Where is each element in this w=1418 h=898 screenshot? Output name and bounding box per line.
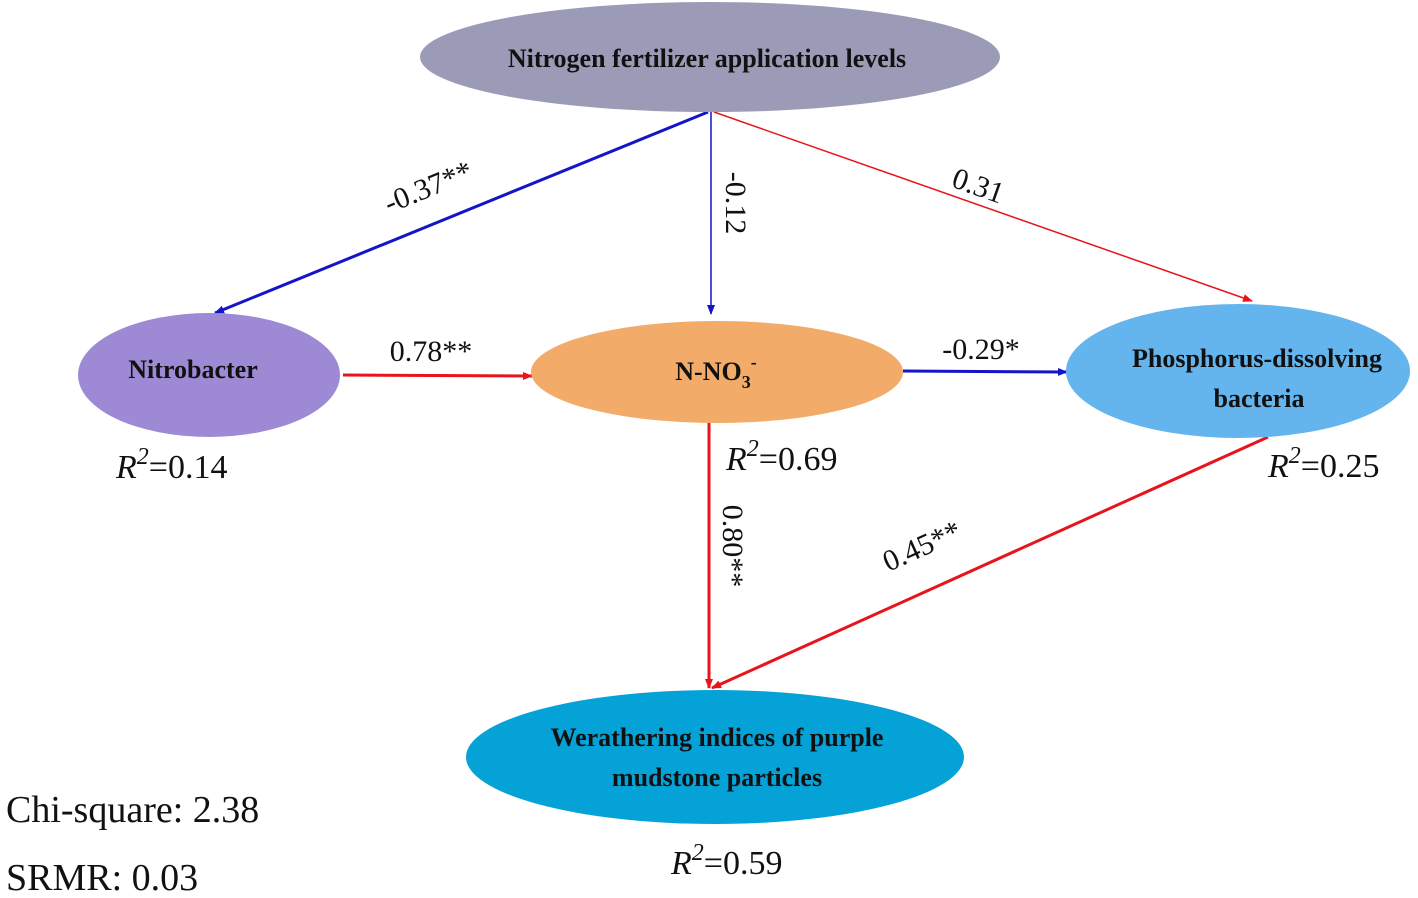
- node-nitrogen-shape: [420, 2, 1000, 112]
- r2-phosphorus-value: =0.25: [1301, 448, 1380, 485]
- r2-weathering-symbol: R: [670, 845, 692, 882]
- node-phosphorus: Phosphorus-dissolving bacteria: [1066, 304, 1410, 438]
- coef-phosphorus-to-weathering: 0.45**: [878, 514, 967, 578]
- coef-nitrogen-to-phosphorus: 0.31: [948, 162, 1008, 211]
- node-nno3-label: N-NO3-: [675, 352, 756, 392]
- node-nitrobacter-shape: [78, 313, 340, 437]
- node-weathering: Werathering indices of purple mudstone p…: [466, 690, 964, 824]
- fit-chi-square: Chi-square: 2.38: [6, 789, 259, 831]
- node-nitrogen-label: Nitrogen fertilizer application levels: [508, 44, 906, 73]
- node-nno3: N-NO3-: [531, 321, 903, 423]
- path-nno3-to-phosphorus: [902, 367, 1068, 376]
- r2-nno3: R2=0.69: [725, 436, 837, 478]
- r2-nitrobacter-symbol: R: [115, 449, 137, 486]
- node-weathering-label-line1: Werathering indices of purple: [551, 723, 884, 752]
- node-nitrobacter-label: Nitrobacter: [128, 355, 257, 384]
- node-nitrogen: Nitrogen fertilizer application levels: [420, 2, 1000, 112]
- model-fit: Chi-square: 2.38 SRMR: 0.03: [6, 789, 259, 898]
- node-phosphorus-shape: [1066, 304, 1410, 438]
- nno3-label-superscript: -: [751, 352, 757, 372]
- coef-nno3-to-phosphorus: -0.29*: [942, 333, 1020, 366]
- node-nno3-shape: [531, 321, 903, 423]
- node-phosphorus-label-line2: bacteria: [1214, 384, 1305, 413]
- coef-nno3-to-weathering: 0.80**: [716, 505, 749, 588]
- node-weathering-label-line2: mudstone particles: [612, 763, 822, 792]
- r2-nitrobacter: R2=0.14: [115, 444, 227, 486]
- r-squared-values: R2=0.14 R2=0.69 R2=0.25 R2=0.59: [115, 436, 1379, 882]
- path-nitrobacter-to-nno3: [342, 371, 533, 380]
- coef-nitrogen-to-nno3: -0.12: [719, 172, 752, 235]
- r2-phosphorus: R2=0.25: [1267, 443, 1379, 485]
- path-phosphorus-to-weathering: [711, 435, 1269, 690]
- nno3-label-main: N-NO: [675, 357, 741, 386]
- r2-weathering-value: =0.59: [704, 845, 783, 882]
- r2-weathering: R2=0.59: [670, 840, 782, 882]
- r2-nitrobacter-value: =0.14: [149, 449, 228, 486]
- r2-nno3-exp: 2: [747, 436, 759, 462]
- paths: [214, 110, 1269, 690]
- r2-weathering-exp: 2: [692, 840, 704, 866]
- r2-phosphorus-symbol: R: [1267, 448, 1289, 485]
- r2-nno3-value: =0.69: [759, 441, 838, 478]
- node-nitrobacter: Nitrobacter: [78, 313, 340, 437]
- node-weathering-shape: [466, 690, 964, 824]
- path-nitrogen-to-nitrobacter: [214, 110, 709, 315]
- path-nitrogen-to-phosphorus: [713, 111, 1253, 302]
- coef-nitrobacter-to-nno3: 0.78**: [390, 335, 473, 368]
- node-phosphorus-label-line1: Phosphorus-dissolving: [1132, 344, 1382, 373]
- nno3-label-subscript: 3: [742, 372, 751, 392]
- r2-phosphorus-exp: 2: [1289, 443, 1301, 469]
- coef-nitrogen-to-nitrobacter: -0.37**: [379, 154, 477, 220]
- fit-srmr: SRMR: 0.03: [6, 857, 198, 898]
- r2-nno3-symbol: R: [725, 441, 747, 478]
- r2-nitrobacter-exp: 2: [137, 444, 149, 470]
